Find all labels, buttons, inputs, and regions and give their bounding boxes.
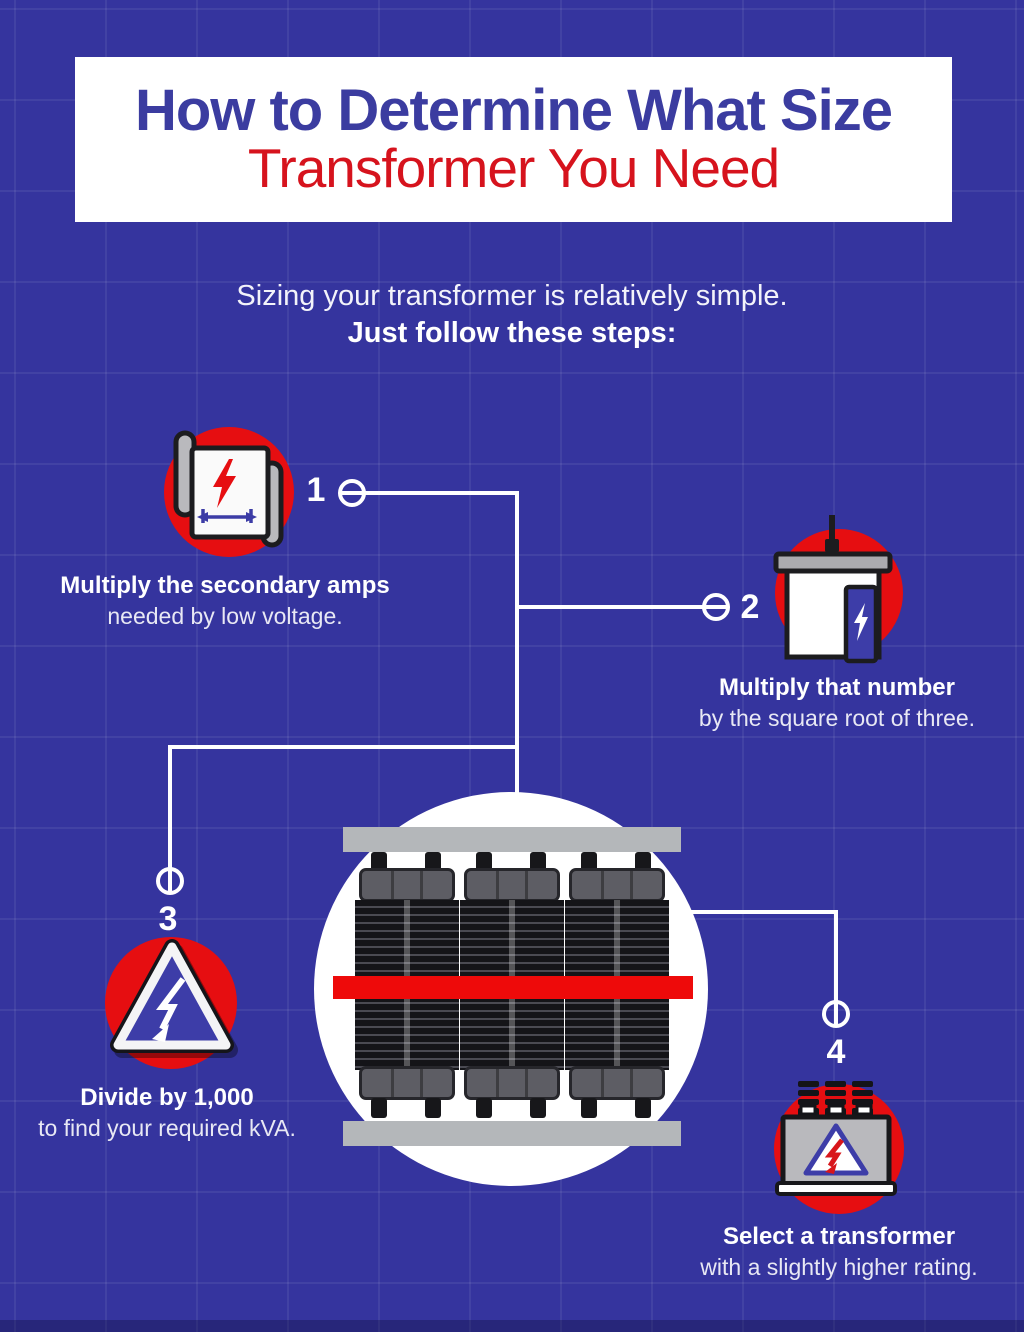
step-2-detail: by the square root of three.	[698, 704, 976, 731]
step-1-number: 1	[306, 471, 326, 509]
step-3-detail: to find your required kVA.	[38, 1114, 296, 1141]
high-voltage-warning-icon	[110, 939, 238, 1058]
transformer-box-icon	[773, 515, 893, 664]
bottom-edge-strip	[0, 1320, 1024, 1332]
step-4-detail: with a slightly higher rating.	[700, 1253, 978, 1280]
transformer-bottom-rail	[343, 1121, 681, 1146]
step-1-badge	[164, 427, 294, 557]
step-3-number: 3	[158, 900, 178, 938]
coil-stud	[530, 852, 546, 872]
step-2-number: 2	[740, 588, 760, 626]
step-1-headline: Multiply the secondary amps	[60, 572, 390, 599]
coil-stud	[425, 1098, 441, 1118]
coil-stud	[476, 1098, 492, 1118]
connector-node-icon	[702, 593, 730, 621]
coil-stud	[371, 1098, 387, 1118]
coil-cap	[359, 868, 455, 902]
coil-cap	[464, 1066, 560, 1100]
coil-stud	[371, 852, 387, 872]
coil-cap	[569, 868, 665, 902]
connector-node-icon	[822, 1000, 850, 1028]
page-title-line2: Transformer You Need	[247, 137, 780, 200]
coil-stud	[635, 852, 651, 872]
coil-stud	[425, 852, 441, 872]
coil-cap	[464, 868, 560, 902]
intro-line2: Just follow these steps:	[347, 317, 677, 349]
step-4-caption: Select a transformer with a slightly hig…	[672, 1223, 1006, 1281]
step-2-headline: Multiply that number	[719, 674, 955, 701]
page-title-line1: How to Determine What Size	[134, 78, 893, 144]
coil-stud	[530, 1098, 546, 1118]
intro-line1: Sizing your transformer is relatively si…	[236, 280, 788, 312]
connector-node-icon	[338, 479, 366, 507]
step-3-caption: Divide by 1,000 to find your required kV…	[0, 1084, 334, 1142]
step-3-headline: Divide by 1,000	[80, 1084, 254, 1111]
step-4-number: 4	[826, 1033, 846, 1071]
coil-cap	[359, 1066, 455, 1100]
header-panel: How to Determine What Size Transformer Y…	[75, 57, 952, 222]
step-1-detail: needed by low voltage.	[107, 602, 343, 629]
coil-stud	[581, 1098, 597, 1118]
step-4-badge	[774, 1081, 904, 1214]
coil-cap	[569, 1066, 665, 1100]
red-band	[333, 976, 693, 999]
coil-stud	[635, 1098, 651, 1118]
coil-stud	[581, 852, 597, 872]
step-2-caption: Multiply that number by the square root …	[637, 674, 1024, 732]
transformer-rating-icon	[775, 1081, 897, 1196]
transformer-top-rail	[343, 827, 681, 852]
step-4-headline: Select a transformer	[722, 1223, 956, 1250]
step-3-badge	[105, 937, 238, 1069]
coil-stud	[476, 852, 492, 872]
step-2-badge	[773, 515, 903, 664]
step-1-caption: Multiply the secondary amps needed by lo…	[25, 572, 425, 630]
connector-node-icon	[156, 867, 184, 895]
blueprint-lightning-icon	[173, 430, 284, 548]
